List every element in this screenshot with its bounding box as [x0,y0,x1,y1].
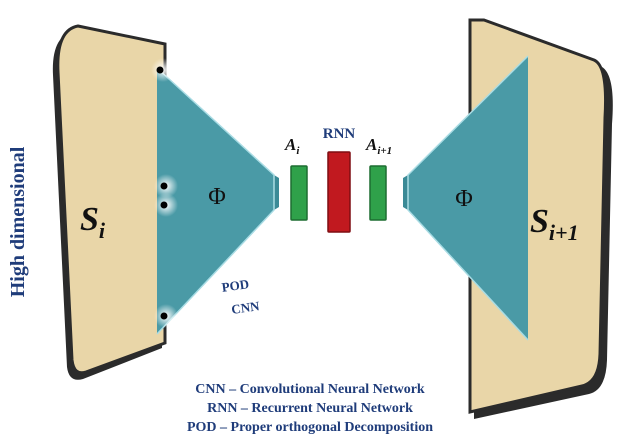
encoder-triangle [156,67,279,335]
sensor-dot [160,312,168,320]
side-label: High dimensional [7,146,29,297]
sensor-dot [160,182,168,190]
latent-block-right [369,165,387,221]
encoder-phi: Φ [208,184,226,210]
cnn-label: CNN [230,298,261,317]
sensor-dot [156,66,164,74]
left-panel [52,24,167,380]
latent-block-left [290,165,308,221]
latent-left-label: Ai [284,135,300,157]
left-panel-label: Si [80,201,106,243]
rnn-block [327,151,351,233]
rnn-label: RNN [323,126,356,142]
sensor-dot [160,201,168,209]
sensor-dots [151,58,178,328]
legend-pod: POD – Proper orthogonal Decomposition [186,420,434,435]
right-panel-label: Si+1 [530,203,579,245]
latent-right-label: Ai+1 [365,135,392,157]
legend-rnn: RNN – Recurrent Neural Network [207,401,413,416]
legend-cnn: CNN – Convolutional Neural Network [195,382,425,397]
pod-label: POD [221,276,250,295]
decoder-phi: Φ [455,186,473,212]
decoder-triangle [403,55,529,341]
